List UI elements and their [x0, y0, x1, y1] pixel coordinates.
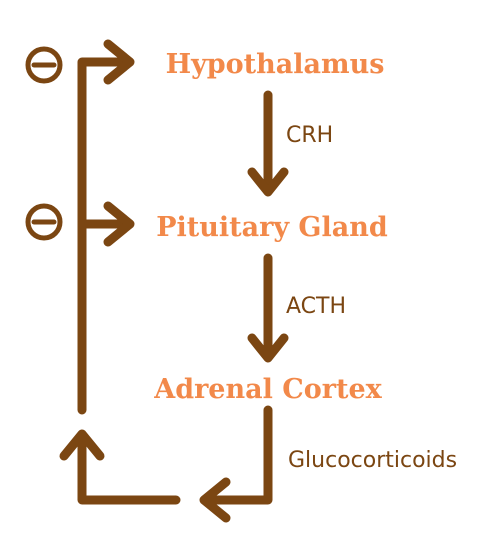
arrowhead-acth — [247, 333, 289, 363]
label-glucocorticoids: Glucocorticoids — [288, 448, 457, 473]
feedback-bottom-line — [77, 433, 181, 505]
label-crh: CRH — [286, 123, 333, 148]
arrowhead-glucocorticoids — [199, 477, 231, 523]
feedback-loop-line — [77, 57, 133, 415]
node-hypothalamus: Hypothalamus — [166, 49, 385, 80]
inhibition-sign-top — [25, 46, 63, 84]
label-acth: ACTH — [286, 294, 346, 319]
node-pituitary-gland: Pituitary Gland — [156, 212, 388, 243]
feedback-arrowhead-hypothalamus — [103, 39, 135, 85]
inhibition-sign-middle — [25, 203, 63, 241]
arrowhead-crh — [247, 167, 289, 197]
arrow-glucocorticoids-return — [205, 405, 273, 505]
node-adrenal-cortex: Adrenal Cortex — [153, 374, 382, 405]
feedback-arrowhead-pituitary — [103, 201, 135, 247]
feedback-arrowhead-up — [59, 429, 105, 461]
